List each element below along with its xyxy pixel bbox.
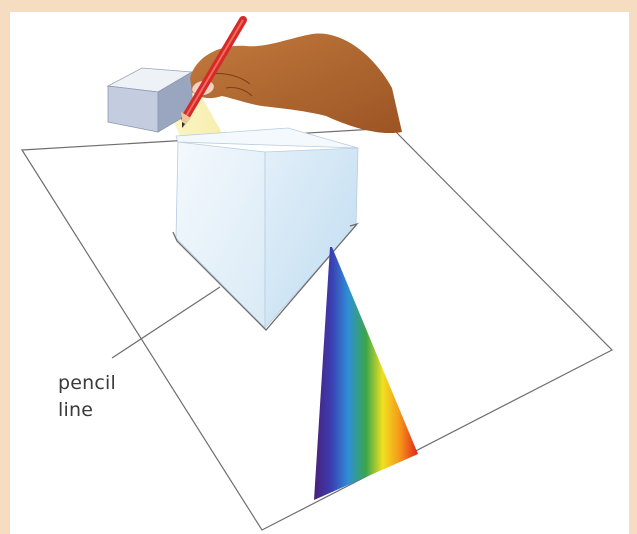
label-line-1: pencil: [58, 370, 116, 397]
label-line-2: line: [58, 397, 116, 424]
pencil-line-label: pencil line: [58, 370, 116, 424]
